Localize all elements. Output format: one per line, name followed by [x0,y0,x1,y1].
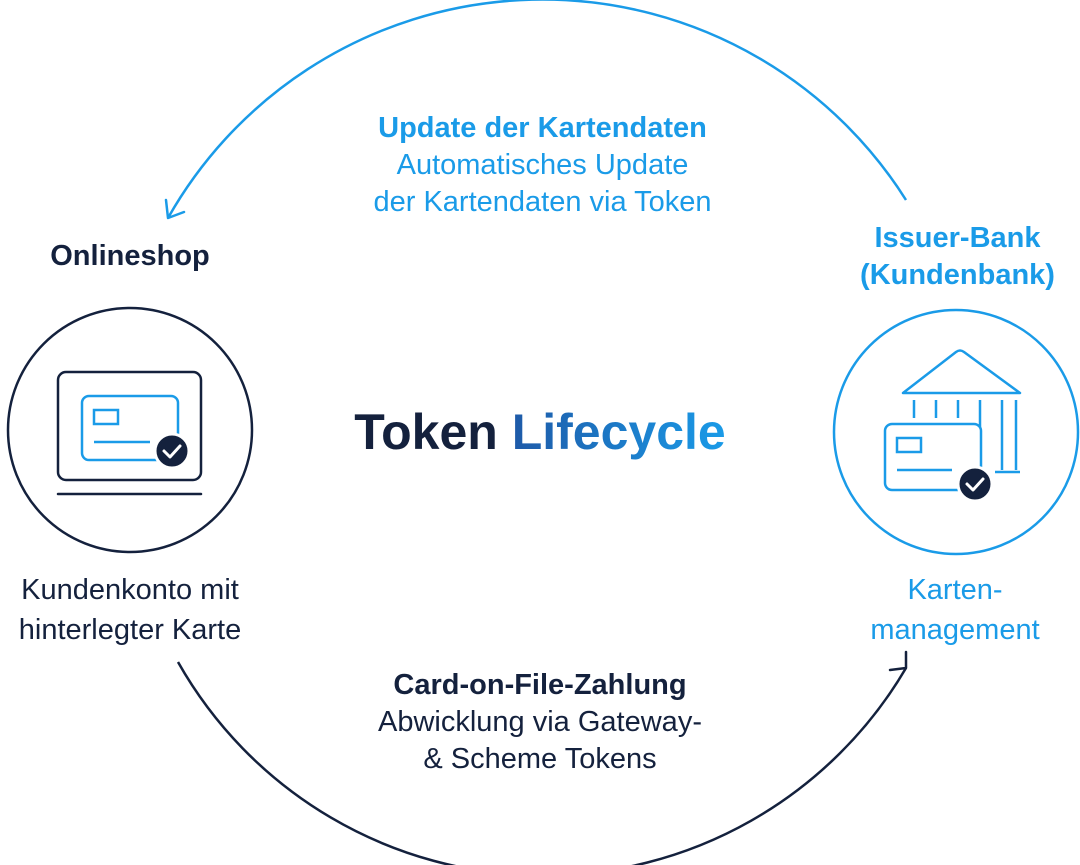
diagram-title-part2: Lifecycle [511,404,726,460]
onlineshop-circle [6,306,254,554]
top-flow-heading: Update der Kartendaten [378,112,707,144]
diagram-title-part1: Token [354,404,498,460]
bottom-flow-label: Card-on-File-Zahlung Abwicklung via Gate… [340,667,740,778]
onlineshop-node [6,306,254,554]
top-flow-arrow [164,0,908,220]
laptop-card-check-icon [56,370,203,496]
onlineshop-caption-line1: Kundenkonto mit [21,574,239,606]
issuer-bank-title-line1: Issuer-Bank [874,222,1041,254]
issuer-bank-caption-line1: Karten- [907,574,1003,606]
onlineshop-caption: Kundenkonto mit hinterlegter Karte [0,570,290,650]
issuer-bank-node [832,308,1080,556]
issuer-bank-title: Issuer-Bank (Kundenbank) [835,220,1080,294]
issuer-bank-caption: Karten- management [830,570,1080,650]
issuer-bank-caption-line2: management [870,614,1040,646]
top-flow-line2: der Kartendaten via Token [373,186,712,218]
bottom-flow-heading: Card-on-File-Zahlung [393,669,687,701]
bottom-flow-line2: & Scheme Tokens [423,743,657,775]
bank-card-check-icon [883,349,1022,503]
issuer-bank-title-line2: (Kundenbank) [860,259,1055,291]
diagram-title: Token Lifecycle [290,400,790,464]
top-flow-label: Update der Kartendaten Automatisches Upd… [340,110,745,221]
onlineshop-title: Onlineshop [50,240,210,272]
top-flow-line1: Automatisches Update [396,149,689,181]
bottom-flow-arrow [176,650,908,865]
onlineshop-caption-line2: hinterlegter Karte [18,614,242,646]
bottom-flow-line1: Abwicklung via Gateway- [378,706,702,738]
